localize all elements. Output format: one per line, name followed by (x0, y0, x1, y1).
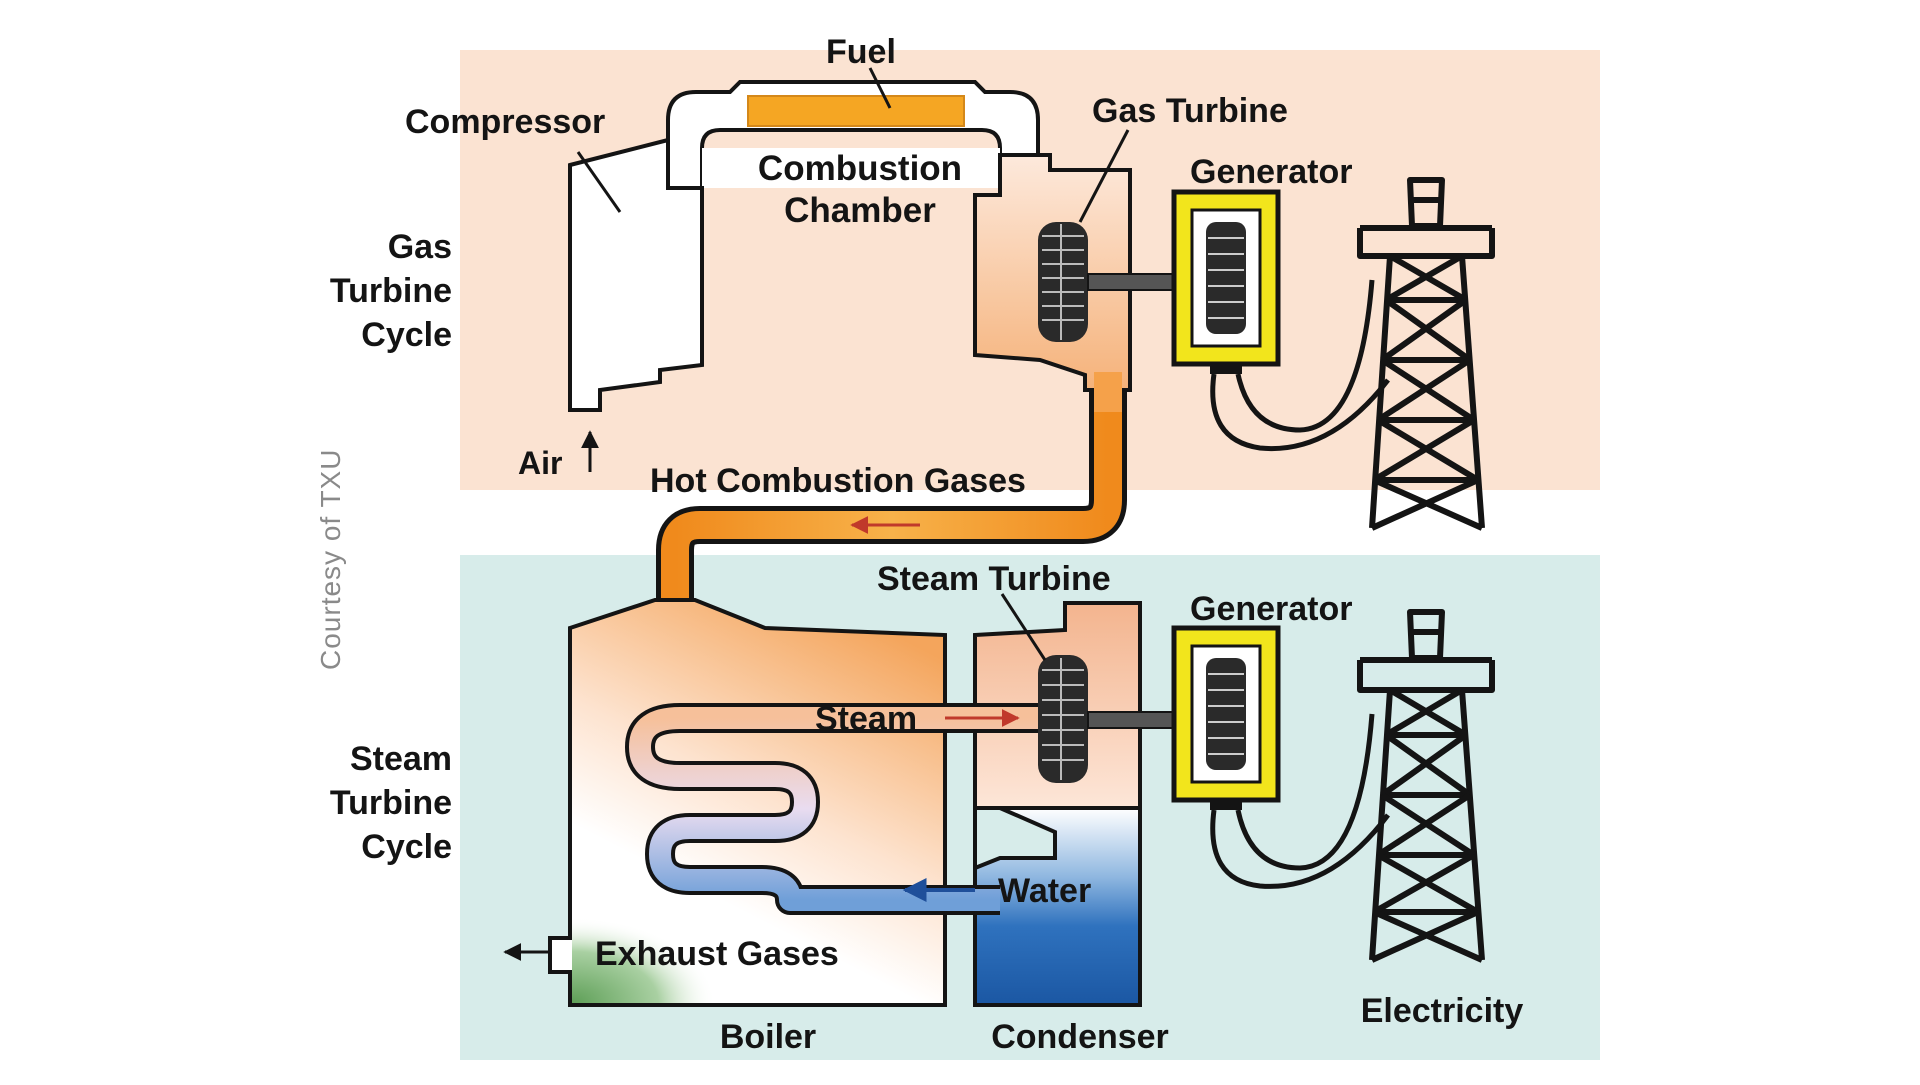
combustion-inner (702, 148, 1000, 188)
label-steam-turbine: Steam Turbine (877, 560, 1111, 598)
label-gas-cycle-3: Cycle (361, 316, 452, 354)
label-combustion-2: Chamber (784, 191, 936, 230)
gas-turbine-rotor (1038, 222, 1088, 342)
steam-cables (1210, 713, 1390, 889)
label-boiler: Boiler (720, 1018, 816, 1056)
gas-power-tower (1357, 177, 1495, 531)
label-electricity: Electricity (1361, 992, 1524, 1030)
condenser (973, 806, 1142, 1007)
steam-generator (1171, 625, 1281, 810)
label-air: Air (518, 445, 562, 481)
label-generator-top: Generator (1190, 153, 1353, 191)
label-combustion-1: Combustion (758, 149, 962, 188)
label-gas-turbine: Gas Turbine (1092, 92, 1288, 130)
fuel-bar (747, 95, 965, 127)
label-gas-cycle-1: Gas (388, 228, 452, 266)
label-steam: Steam (815, 700, 917, 738)
label-fuel: Fuel (826, 33, 896, 71)
gas-turbine-pipe-join (1094, 372, 1122, 412)
label-steam-cycle-2: Turbine (330, 784, 452, 822)
label-compressor: Compressor (405, 103, 605, 141)
steam-turbine-rotor (1038, 655, 1088, 783)
label-condenser: Condenser (991, 1018, 1169, 1056)
label-steam-cycle-1: Steam (350, 740, 452, 778)
gas-cables (1210, 279, 1390, 452)
compressor (568, 137, 704, 412)
label-steam-cycle-3: Cycle (361, 828, 452, 866)
credit-text: Courtesy of TXU (315, 449, 346, 670)
label-water: Water (998, 872, 1091, 910)
label-gas-cycle-2: Turbine (330, 272, 452, 310)
leader-lines (576, 67, 1130, 661)
label-exhaust: Exhaust Gases (595, 935, 839, 973)
label-generator-bottom: Generator (1190, 590, 1353, 628)
steam-coil-fill (629, 707, 1040, 911)
gas-generator (1171, 189, 1281, 374)
label-hot-gases: Hot Combustion Gases (650, 462, 1026, 500)
